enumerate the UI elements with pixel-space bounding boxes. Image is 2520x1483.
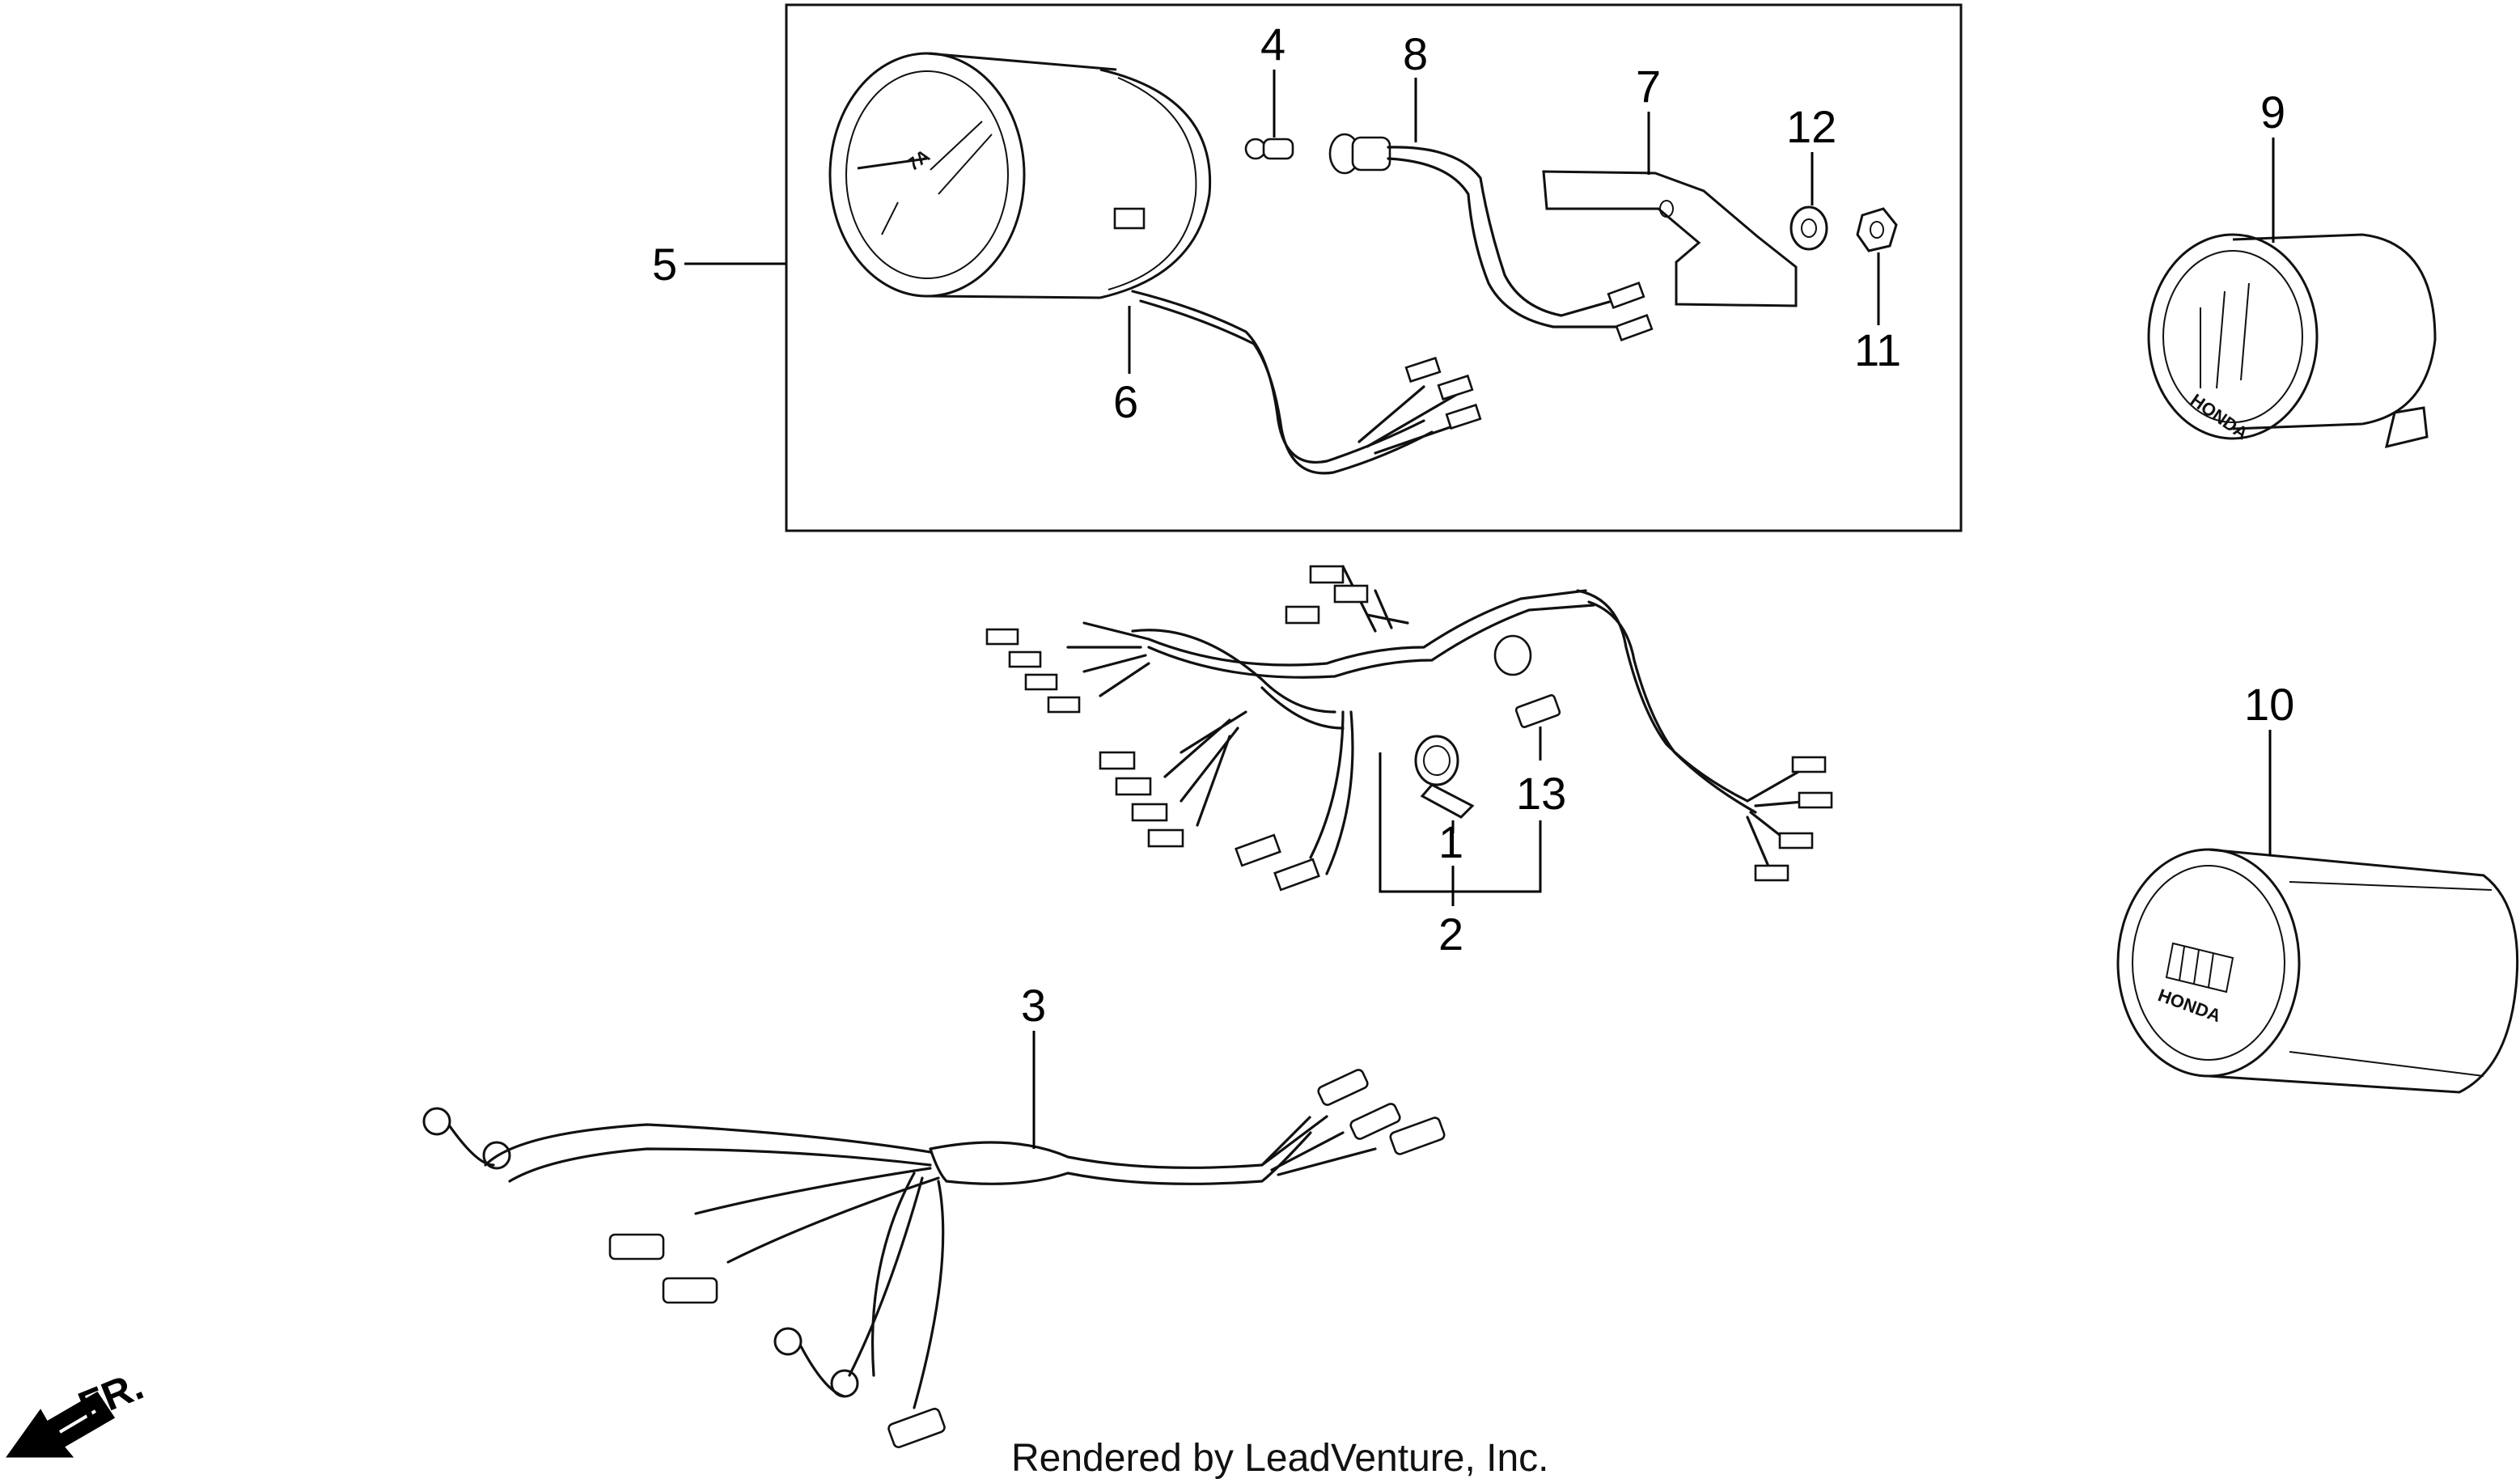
- front-direction-arrow: FR.: [6, 1362, 150, 1458]
- plug-part-13: [1514, 694, 1561, 728]
- lower-wire-harness-part-3: [422, 1069, 1446, 1448]
- callout-6: 6: [1113, 376, 1138, 427]
- main-gauge-mark: 7A: [904, 145, 934, 175]
- callout-4: 4: [1260, 19, 1285, 70]
- gauge-part-10: HONDA: [2116, 848, 2519, 1094]
- washer-part-12: [1789, 206, 1828, 251]
- callout-5: 5: [652, 239, 677, 290]
- footer-credit: Rendered by LeadVenture, Inc.: [1011, 1437, 1548, 1480]
- callout-10: 10: [2244, 679, 2294, 730]
- callout-12: 12: [1786, 101, 1836, 152]
- gauge9-brand: HONDA: [2187, 390, 2252, 444]
- gauge-part-9: HONDA: [2147, 233, 2437, 449]
- callout-9: 9: [2260, 87, 2285, 138]
- callout-2: 2: [1438, 909, 1463, 960]
- callout-7: 7: [1636, 61, 1661, 112]
- bulb-part-4: [1244, 138, 1294, 160]
- clamp-part-1: [1414, 735, 1475, 819]
- callout-3: 3: [1021, 980, 1046, 1031]
- assembly-box: [785, 3, 1963, 532]
- callout-1: 1: [1438, 816, 1463, 867]
- main-wire-harness: [985, 565, 1833, 892]
- callout-11: 11: [1854, 324, 1901, 375]
- main-gauge-part-5: 7A: [828, 52, 1482, 475]
- bracket-part-7: [1542, 170, 1798, 307]
- socket-part-8: [1328, 133, 1654, 341]
- gauge10-brand: HONDA: [2155, 985, 2223, 1026]
- callout-13: 13: [1516, 768, 1566, 819]
- callout-8: 8: [1403, 28, 1428, 79]
- nut-part-11: [1856, 207, 1898, 252]
